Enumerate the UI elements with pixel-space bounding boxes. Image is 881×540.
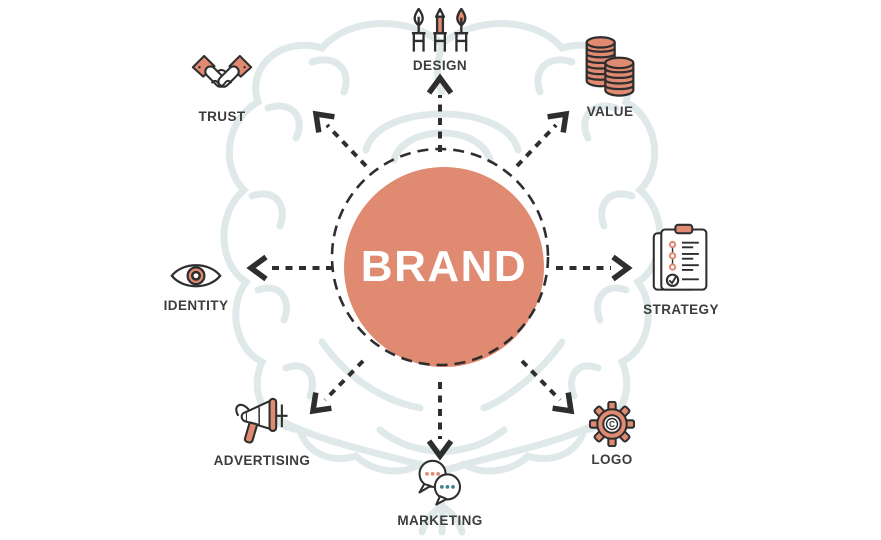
svg-text:C: C <box>609 420 615 429</box>
spoke-logo: C LOGO <box>537 401 687 467</box>
handshake-icon <box>191 55 253 88</box>
coins-stack-icon <box>585 36 635 97</box>
spoke-identity: IDENTITY <box>121 259 271 313</box>
spoke-label-strategy: STRATEGY <box>643 302 719 318</box>
spoke-strategy: STRATEGY <box>606 222 756 317</box>
chat-bubbles-icon <box>418 459 462 506</box>
spoke-design: DESIGN <box>365 8 515 73</box>
design-tools-icon <box>411 8 469 52</box>
spoke-advertising: ADVERTISING <box>187 395 337 468</box>
spoke-label-marketing: MARKETING <box>397 513 483 529</box>
copyright-gear-icon: C <box>589 401 635 447</box>
checklist-clipboard-icon <box>652 223 708 291</box>
spoke-label-identity: IDENTITY <box>163 297 229 313</box>
spoke-label-logo: LOGO <box>591 452 633 467</box>
spoke-label-design: DESIGN <box>412 57 468 73</box>
megaphone-icon <box>235 397 288 444</box>
spoke-trust: TRUST <box>147 55 297 124</box>
spoke-label-trust: TRUST <box>198 108 246 124</box>
spoke-marketing: MARKETING <box>365 458 515 528</box>
spoke-value: VALUE <box>535 34 685 119</box>
eye-icon <box>170 264 222 288</box>
spoke-label-value: VALUE <box>586 104 634 120</box>
spoke-label-advertising: ADVERTISING <box>213 452 311 468</box>
